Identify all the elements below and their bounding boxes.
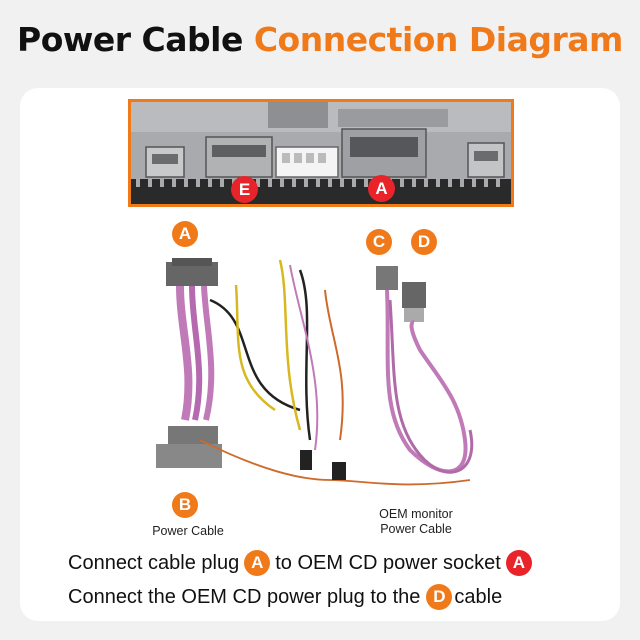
title-part2: Connection Diagram <box>253 20 624 59</box>
harness-badge-b: B <box>172 492 198 518</box>
instruction-1-text-a: Connect cable plug <box>68 551 240 574</box>
oem-label-line2: Power Cable <box>380 522 452 536</box>
instruction-2-text-b: cable <box>454 585 503 608</box>
instruction-1-badge-red-a: A <box>505 550 532 576</box>
harness-badge-c: C <box>366 229 392 255</box>
instruction-2-badge-d: D <box>426 584 453 610</box>
instruction-1: Connect cable plug A to OEM CD power soc… <box>68 550 537 576</box>
harness-badge-d: D <box>411 229 437 255</box>
head-unit-photo <box>128 99 514 207</box>
instruction-2: Connect the OEM CD power plug to the D c… <box>68 584 502 610</box>
instruction-2-text-a: Connect the OEM CD power plug to the <box>68 585 421 608</box>
instruction-1-badge-a: A <box>244 550 271 576</box>
wiring-harness-illustration <box>156 258 474 486</box>
harness-badge-a: A <box>172 221 198 247</box>
photo-badge-e: E <box>231 176 258 203</box>
instruction-1-text-b: to OEM CD power socket <box>275 551 501 574</box>
title-part1: Power Cable <box>17 20 243 59</box>
page-title: Power Cable Connection Diagram <box>0 20 640 59</box>
photo-badge-a: A <box>368 175 395 202</box>
oem-label-line1: OEM monitor <box>379 507 453 521</box>
power-cable-label: Power Cable <box>152 524 224 538</box>
